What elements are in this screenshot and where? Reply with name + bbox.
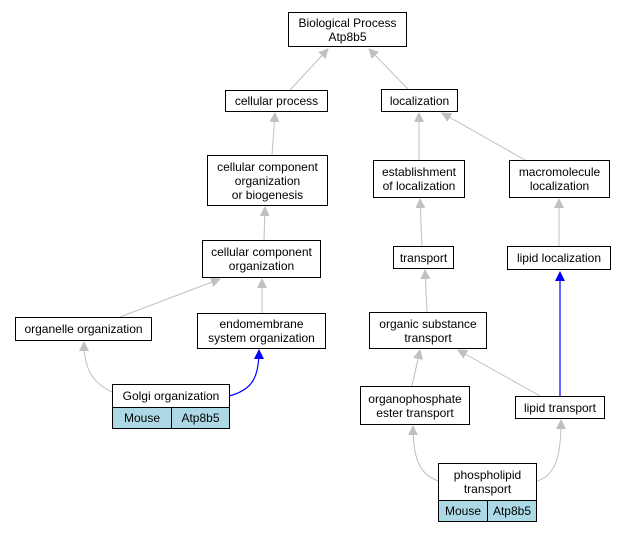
edge-golgi-to-organelle <box>79 341 113 393</box>
edge-lipid-transport-to-organic-sub <box>457 349 541 397</box>
phospholipid-species-tag: Mouse <box>438 500 488 522</box>
edge-organelle-to-cco <box>119 277 221 318</box>
edge-organic-sub-to-transport <box>420 269 431 313</box>
node-cellular-component-organization[interactable]: cellular component organization <box>202 240 321 278</box>
phospholipid-gene-tag: Atp8b5 <box>487 500 537 522</box>
node-endomembrane-system-organization[interactable]: endomembrane system organization <box>197 313 326 349</box>
edge-cco-to-ccob <box>259 206 270 241</box>
node-biological-process[interactable]: Biological Process Atp8b5 <box>288 12 407 47</box>
node-transport[interactable]: transport <box>393 246 454 269</box>
edge-ccob-to-cellular-process <box>269 112 280 156</box>
node-organelle-organization[interactable]: organelle organization <box>15 317 152 341</box>
edge-transport-to-est-loc <box>415 198 426 247</box>
node-organophosphate-ester-transport[interactable]: organophosphate ester transport <box>360 386 470 425</box>
node-macromolecule-localization[interactable]: macromolecule localization <box>509 160 610 198</box>
node-golgi-organization[interactable]: Golgi organization <box>112 384 230 408</box>
edge-golgi-to-endomembrane <box>228 349 264 397</box>
edge-localization-to-bp <box>368 48 409 90</box>
node-lipid-localization[interactable]: lipid localization <box>507 246 611 270</box>
node-cellular-component-organization-or-biogenesis[interactable]: cellular component organization or bioge… <box>207 155 328 206</box>
edge-phospho-to-lipid-transport <box>536 419 566 482</box>
golgi-gene-tag: Atp8b5 <box>171 407 230 429</box>
edge-organophosphate-to-organic-sub <box>411 349 423 387</box>
node-cellular-process[interactable]: cellular process <box>225 90 328 112</box>
node-lipid-transport[interactable]: lipid transport <box>515 396 605 419</box>
edge-cellular-process-to-bp <box>289 48 329 91</box>
node-organic-substance-transport[interactable]: organic substance transport <box>369 312 487 349</box>
edge-macro-loc-to-localization <box>441 112 526 161</box>
node-establishment-of-localization[interactable]: establishment of localization <box>373 160 465 198</box>
golgi-species-tag: Mouse <box>112 407 172 429</box>
edge-phospho-to-organophosphate <box>408 425 440 482</box>
node-localization[interactable]: localization <box>381 89 458 112</box>
node-phospholipid-transport[interactable]: phospholipid transport <box>438 463 537 501</box>
